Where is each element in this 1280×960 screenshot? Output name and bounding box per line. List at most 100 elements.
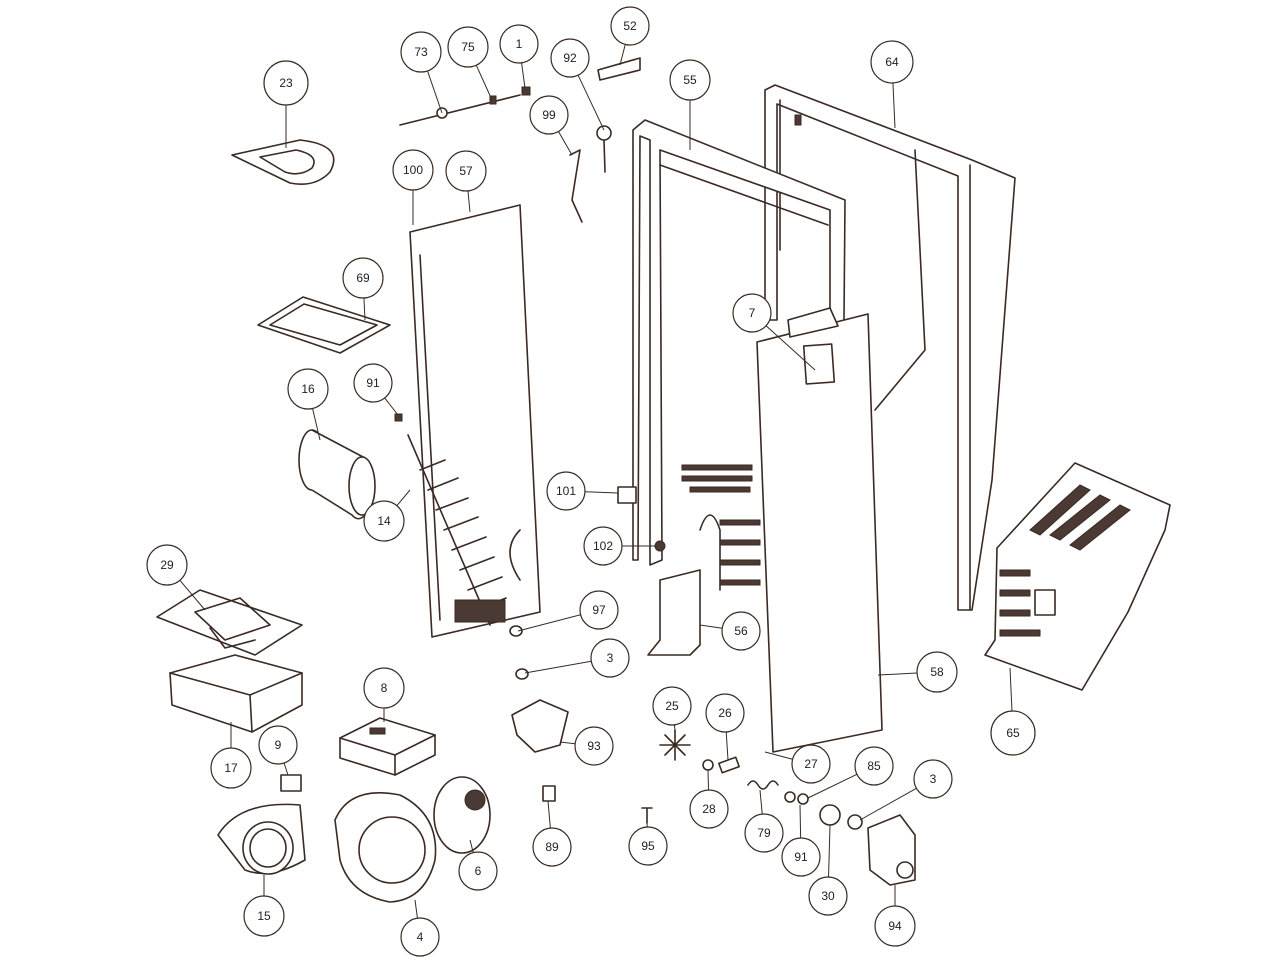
part-grommet bbox=[654, 540, 666, 552]
callout-circle bbox=[628, 826, 668, 866]
callout-circle bbox=[392, 149, 434, 191]
callout-number: 30 bbox=[821, 889, 835, 903]
callout-circle bbox=[499, 24, 539, 64]
callout-circle bbox=[990, 710, 1036, 756]
callout-number: 3 bbox=[607, 651, 614, 665]
callout-circle bbox=[263, 60, 309, 106]
leader-line bbox=[807, 773, 858, 799]
part-relay bbox=[280, 774, 302, 792]
callout: 4 bbox=[400, 917, 440, 957]
parts-drawing bbox=[156, 57, 1171, 903]
part-washer bbox=[702, 759, 714, 771]
callout-number: 26 bbox=[718, 706, 732, 720]
callout-number: 17 bbox=[224, 761, 238, 775]
leader-line bbox=[427, 70, 443, 114]
callout: 64 bbox=[870, 40, 914, 84]
leader-line bbox=[363, 297, 366, 321]
callout: 56 bbox=[721, 611, 761, 651]
callout-number: 97 bbox=[592, 603, 606, 617]
callout-circle bbox=[732, 293, 772, 333]
callout-circle bbox=[652, 686, 692, 726]
leader-line bbox=[179, 579, 206, 611]
callout-number: 52 bbox=[623, 19, 637, 33]
callout: 52 bbox=[610, 6, 650, 46]
callout-number: 28 bbox=[702, 802, 716, 816]
leader-line bbox=[558, 131, 573, 156]
part-ring bbox=[784, 791, 796, 803]
callout: 16 bbox=[287, 368, 329, 410]
callout-circle bbox=[870, 40, 914, 84]
callout: 6 bbox=[458, 851, 498, 891]
callout-number: 16 bbox=[301, 382, 315, 396]
callout-number: 65 bbox=[1006, 726, 1020, 740]
leader-line bbox=[673, 724, 676, 731]
callout-circle bbox=[532, 827, 572, 867]
callout-number: 89 bbox=[545, 840, 559, 854]
callout: 89 bbox=[532, 827, 572, 867]
callout-number: 56 bbox=[734, 624, 748, 638]
part-ring-2 bbox=[797, 793, 809, 805]
part-shaft bbox=[718, 756, 740, 774]
part-gear-motor bbox=[867, 814, 916, 886]
callout: 94 bbox=[874, 905, 916, 947]
part-front-frame bbox=[632, 119, 846, 591]
callout-circle bbox=[781, 837, 821, 877]
part-tray bbox=[169, 654, 303, 733]
part-rod bbox=[399, 86, 531, 126]
callout-circle bbox=[458, 851, 498, 891]
callout-number: 91 bbox=[366, 376, 380, 390]
part-door-panel bbox=[756, 307, 883, 753]
leader-line bbox=[619, 44, 626, 66]
leader-line bbox=[799, 804, 802, 839]
part-cylinder bbox=[298, 429, 376, 520]
callout-circle bbox=[874, 905, 916, 947]
callout: 65 bbox=[990, 710, 1036, 756]
callout-number: 94 bbox=[888, 919, 902, 933]
callout-number: 99 bbox=[542, 108, 556, 122]
part-screw bbox=[641, 807, 653, 824]
part-bearing bbox=[847, 814, 863, 830]
callout: 23 bbox=[263, 60, 309, 106]
leader-line bbox=[524, 660, 592, 674]
callout: 75 bbox=[447, 26, 489, 68]
callout: 1 bbox=[499, 24, 539, 64]
callout: 27 bbox=[791, 744, 831, 784]
callout: 79 bbox=[744, 813, 784, 853]
leader-line bbox=[892, 82, 896, 129]
callout-circle bbox=[913, 759, 953, 799]
callout-circle bbox=[583, 526, 623, 566]
part-clip bbox=[394, 413, 403, 422]
callout-circle bbox=[808, 876, 848, 916]
callout: 100 bbox=[392, 149, 434, 191]
callout-number: 25 bbox=[665, 699, 679, 713]
callout: 97 bbox=[579, 590, 619, 630]
callout-number: 8 bbox=[381, 681, 388, 695]
callout-number: 95 bbox=[641, 839, 655, 853]
callout-circle bbox=[705, 693, 745, 733]
vent-slots bbox=[681, 464, 761, 586]
part-bushing-2 bbox=[515, 668, 529, 680]
leader-line bbox=[559, 741, 576, 745]
callout: 3 bbox=[913, 759, 953, 799]
callout-circle bbox=[342, 257, 384, 299]
callout: 15 bbox=[243, 895, 285, 937]
callout-circle bbox=[287, 368, 329, 410]
callout-number: 75 bbox=[461, 40, 475, 54]
callout: 69 bbox=[342, 257, 384, 299]
callout: 73 bbox=[400, 31, 442, 73]
callout-number: 101 bbox=[556, 484, 576, 498]
leader-line bbox=[547, 800, 551, 829]
callout-number: 85 bbox=[867, 759, 881, 773]
callout-circle bbox=[854, 746, 894, 786]
callout-number: 15 bbox=[257, 909, 271, 923]
callout-circle bbox=[400, 31, 442, 73]
leader-line bbox=[312, 408, 321, 441]
callout: 58 bbox=[916, 651, 958, 693]
callout-number: 14 bbox=[377, 514, 391, 528]
leader-line bbox=[283, 762, 289, 776]
callout-circle bbox=[363, 667, 405, 709]
callout: 25 bbox=[652, 686, 692, 726]
leader-lines bbox=[179, 44, 1013, 919]
part-bracket bbox=[647, 569, 701, 656]
callout-circle bbox=[363, 500, 405, 542]
